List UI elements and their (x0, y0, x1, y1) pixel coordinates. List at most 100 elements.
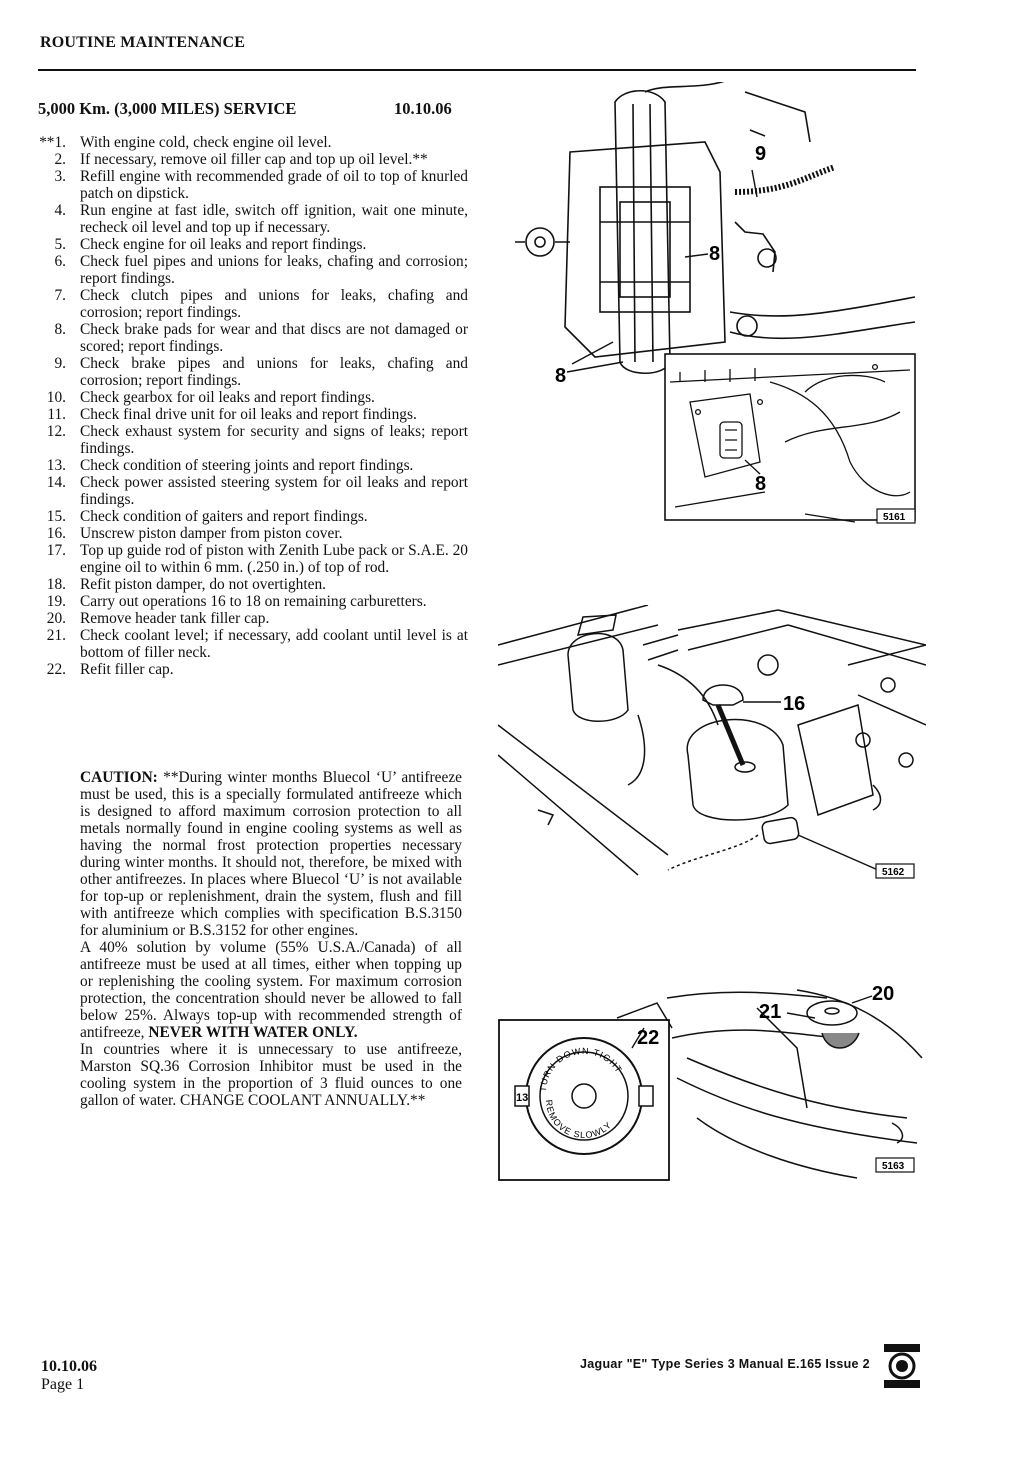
step-text: Check brake pipes and unions for leaks, … (80, 355, 468, 389)
service-step: 3. Refill engine with recommended grade o… (28, 168, 468, 202)
step-text: Unscrew piston damper from piston cover. (80, 525, 343, 542)
step-number: 6. (54, 253, 66, 270)
caution-warning: NEVER WITH WATER ONLY. (148, 1024, 358, 1041)
service-step: 20. Remove header tank filler cap. (28, 610, 468, 627)
step-text: Check engine for oil leaks and report fi… (80, 236, 367, 253)
caution-paragraph-1: CAUTION: **During winter months Bluecol … (80, 769, 462, 939)
figure-5161-label-8-top: 8 (709, 243, 720, 265)
caution-paragraph-2: A 40% solution by volume (55% U.S.A./Can… (80, 939, 462, 1041)
carburetter-illustration: 16 5162 (498, 605, 926, 879)
service-step: 15.Check condition of gaiters and report… (28, 508, 468, 525)
figure-header-tank-cap: 20 21 TURN DOWN TIGHT REMOVE SLOWLY 13 2… (497, 978, 927, 1183)
header-rule (38, 69, 916, 71)
service-step: 8. Check brake pads for wear and that dis… (28, 321, 468, 355)
step-text: Check coolant level; if necessary, add c… (80, 627, 468, 661)
figure-5163-tag: 5163 (882, 1161, 905, 1172)
section-title: 5,000 Km. (3,000 MILES) SERVICE (38, 99, 297, 118)
service-step: 10. Check gearbox for oil leaks and repor… (28, 389, 468, 406)
service-step: 9. Check brake pipes and unions for leaks… (28, 355, 468, 389)
service-step: 19. Carry out operations 16 to 18 on rema… (28, 593, 468, 610)
figure-5162-label-16: 16 (783, 693, 805, 715)
figure-5161-label-8-left: 8 (555, 365, 566, 387)
step-text: Check exhaust system for security and si… (80, 423, 468, 457)
service-step: 21. Check coolant level; if necessary, ad… (28, 627, 468, 661)
step-text: Remove header tank filler cap. (80, 610, 270, 627)
step-number: 14. (46, 474, 66, 491)
step-number: 7. (54, 287, 66, 304)
step-number: **1. (39, 134, 66, 151)
step-text: Run engine at fast idle, switch off igni… (80, 202, 468, 236)
figure-5163-label-20: 20 (872, 983, 894, 1005)
step-text: Check final drive unit for oil leaks and… (80, 406, 417, 423)
caution-label: CAUTION: (80, 769, 158, 786)
service-step: 5. Check engine for oil leaks and report … (28, 236, 468, 253)
step-number: 2. (54, 151, 66, 168)
service-step: 22. Refit filler cap. (28, 661, 468, 678)
header-tank-illustration: 20 21 TURN DOWN TIGHT REMOVE SLOWLY 13 2… (498, 983, 923, 1181)
brake-caliper-illustration: 9 8 8 8 5161 (515, 82, 916, 524)
cap-pressure-rating: 13 (516, 1092, 528, 1104)
service-step: 13. Check condition of steering joints an… (28, 457, 468, 474)
service-step: 6. Check fuel pipes and unions for leaks,… (28, 253, 468, 287)
step-text: Check condition of steering joints and r… (80, 457, 414, 474)
service-step: 12. Check exhaust system for security and… (28, 423, 468, 457)
step-number: 15. (46, 508, 66, 525)
british-leyland-logo-icon (884, 1344, 920, 1388)
step-number: 8. (54, 321, 66, 338)
step-number: 12. (46, 423, 66, 440)
step-number: 18. (46, 576, 66, 593)
step-text: Refill engine with recommended grade of … (80, 168, 468, 202)
step-text: Check fuel pipes and unions for leaks, c… (80, 253, 468, 287)
service-step: 11. Check final drive unit for oil leaks … (28, 406, 468, 423)
caution-note: CAUTION: **During winter months Bluecol … (80, 769, 462, 1109)
step-number: 10. (46, 389, 66, 406)
step-text: Carry out operations 16 to 18 on remaini… (80, 593, 427, 610)
service-step: 7. Check clutch pipes and unions for leak… (28, 287, 468, 321)
step-text: Top up guide rod of piston with Zenith L… (80, 542, 468, 576)
figure-5163-label-21: 21 (759, 1001, 781, 1023)
step-text: With engine cold, check engine oil level… (80, 134, 332, 151)
service-step: 16. Unscrew piston damper from piston cov… (28, 525, 468, 542)
figure-5162-tag: 5162 (882, 867, 905, 878)
step-text: Refit piston damper, do not overtighten. (80, 576, 327, 593)
figure-carburetter-damper: 16 5162 (498, 605, 926, 890)
step-number: 17. (46, 542, 66, 559)
footer-section-code: 10.10.06 (41, 1358, 97, 1375)
step-number: 9. (54, 355, 66, 372)
service-step: 14. Check power assisted steering system … (28, 474, 468, 508)
step-text: Check clutch pipes and unions for leaks,… (80, 287, 468, 321)
figure-5161-label-8-inset: 8 (755, 473, 766, 495)
service-step: 4. Run engine at fast idle, switch off ig… (28, 202, 468, 236)
step-number: 4. (54, 202, 66, 219)
step-number: 11. (47, 406, 66, 423)
step-text: If necessary, remove oil filler cap and … (80, 151, 428, 168)
step-number: 22. (46, 661, 66, 678)
step-text: Check brake pads for wear and that discs… (80, 321, 468, 355)
caution-text-1: **During winter months Bluecol ‘U’ antif… (80, 769, 462, 939)
step-number: 3. (54, 168, 66, 185)
step-text: Check power assisted steering system for… (80, 474, 468, 508)
step-number: 5. (54, 236, 66, 253)
step-number: 19. (46, 593, 66, 610)
caution-text-3: In countries where it is unnecessary to … (80, 1041, 462, 1109)
step-number: 16. (46, 525, 66, 542)
figure-brake-caliper: 9 8 8 8 5161 (505, 82, 925, 527)
section-code: 10.10.06 (394, 99, 452, 118)
page-header-title: ROUTINE MAINTENANCE (40, 34, 246, 51)
service-step: 2. If necessary, remove oil filler cap an… (28, 151, 468, 168)
service-steps-list: **1. With engine cold, check engine oil l… (28, 134, 468, 678)
step-text: Check gearbox for oil leaks and report f… (80, 389, 375, 406)
figure-5161-label-9: 9 (755, 143, 766, 165)
footer-page-number: Page 1 (41, 1376, 85, 1393)
caution-text-2: A 40% solution by volume (55% U.S.A./Can… (80, 939, 462, 1041)
service-step: **1. With engine cold, check engine oil l… (28, 134, 468, 151)
figure-5161-tag: 5161 (883, 512, 906, 523)
service-step: 17. Top up guide rod of piston with Zenit… (28, 542, 468, 576)
figure-5163-label-22: 22 (637, 1027, 659, 1049)
footer-manual-reference: Jaguar "E" Type Series 3 Manual E.165 Is… (580, 1357, 870, 1371)
service-step: 18. Refit piston damper, do not overtight… (28, 576, 468, 593)
step-number: 20. (46, 610, 66, 627)
step-text: Refit filler cap. (80, 661, 174, 678)
step-number: 13. (46, 457, 66, 474)
step-number: 21. (46, 627, 66, 644)
